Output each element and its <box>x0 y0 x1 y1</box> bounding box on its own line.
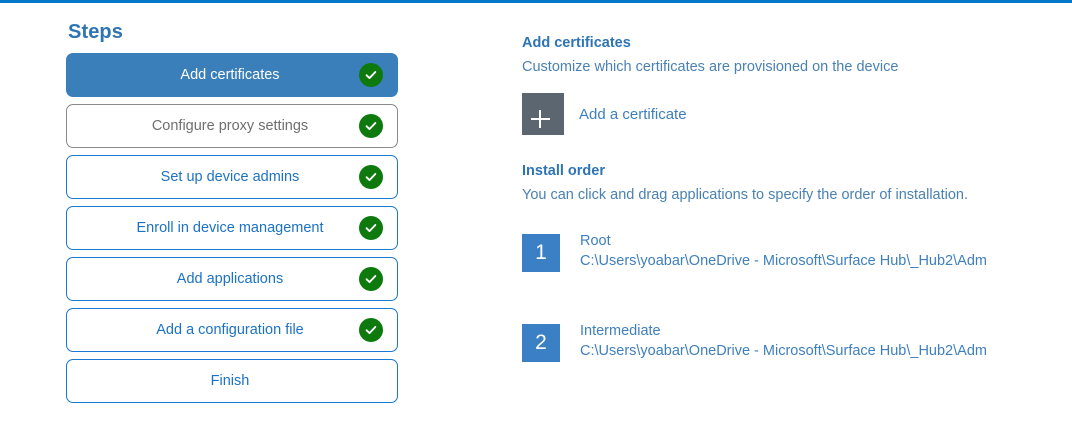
wizard-page: Steps Add certificates Configure proxy s… <box>0 3 1072 443</box>
step-label: Add certificates <box>180 66 280 83</box>
step-label: Set up device admins <box>160 168 300 185</box>
step-label: Add a configuration file <box>156 321 304 338</box>
add-certificate-row[interactable]: Add a certificate <box>522 93 898 135</box>
add-a-certificate-label[interactable]: Add a certificate <box>579 105 687 123</box>
step-item-add-a-configuration-file[interactable]: Add a configuration file <box>66 308 398 352</box>
top-accent-bar <box>0 0 1072 3</box>
certificate-name: Root <box>580 233 611 249</box>
order-number-badge: 2 <box>522 324 560 362</box>
order-number-badge: 1 <box>522 234 560 272</box>
install-order-section: Install order You can click and drag app… <box>522 162 987 362</box>
step-item-add-certificates[interactable]: Add certificates <box>66 53 398 97</box>
step-item-configure-proxy-settings[interactable]: Configure proxy settings <box>66 104 398 148</box>
plus-icon[interactable] <box>522 93 564 135</box>
step-label: Configure proxy settings <box>151 117 309 134</box>
order-item-text: Intermediate C:\Users\yoabar\OneDrive - … <box>580 322 987 362</box>
check-circle-icon <box>359 216 383 240</box>
install-order-list: 1 Root C:\Users\yoabar\OneDrive - Micros… <box>522 232 987 362</box>
step-item-add-applications[interactable]: Add applications <box>66 257 398 301</box>
list-item[interactable]: 1 Root C:\Users\yoabar\OneDrive - Micros… <box>522 232 987 272</box>
check-circle-icon <box>359 318 383 342</box>
order-item-text: Root C:\Users\yoabar\OneDrive - Microsof… <box>580 232 987 272</box>
add-certificates-subtitle: Customize which certificates are provisi… <box>522 59 899 75</box>
steps-pane: Steps Add certificates Configure proxy s… <box>66 20 398 403</box>
certificate-path: C:\Users\yoabar\OneDrive - Microsoft\Sur… <box>580 253 987 269</box>
step-label: Add applications <box>176 270 284 287</box>
certificate-name: Intermediate <box>580 323 661 339</box>
check-circle-icon <box>359 63 383 87</box>
add-certificates-section: Add certificates Customize which certifi… <box>522 34 898 135</box>
check-circle-icon <box>359 114 383 138</box>
step-label: Finish <box>210 372 250 389</box>
steps-list: Add certificates Configure proxy setting… <box>66 53 398 403</box>
step-label: Enroll in device management <box>136 219 324 236</box>
check-circle-icon <box>359 267 383 291</box>
install-order-subtitle: You can click and drag applications to s… <box>522 187 969 203</box>
certificate-path: C:\Users\yoabar\OneDrive - Microsoft\Sur… <box>580 343 987 359</box>
install-order-heading: Install order <box>522 163 605 179</box>
add-certificates-heading: Add certificates <box>522 35 631 51</box>
check-circle-icon <box>359 165 383 189</box>
steps-heading: Steps <box>68 21 123 43</box>
step-item-enroll-in-device-management[interactable]: Enroll in device management <box>66 206 398 250</box>
step-item-finish[interactable]: Finish <box>66 359 398 403</box>
step-item-set-up-device-admins[interactable]: Set up device admins <box>66 155 398 199</box>
list-item[interactable]: 2 Intermediate C:\Users\yoabar\OneDrive … <box>522 322 987 362</box>
